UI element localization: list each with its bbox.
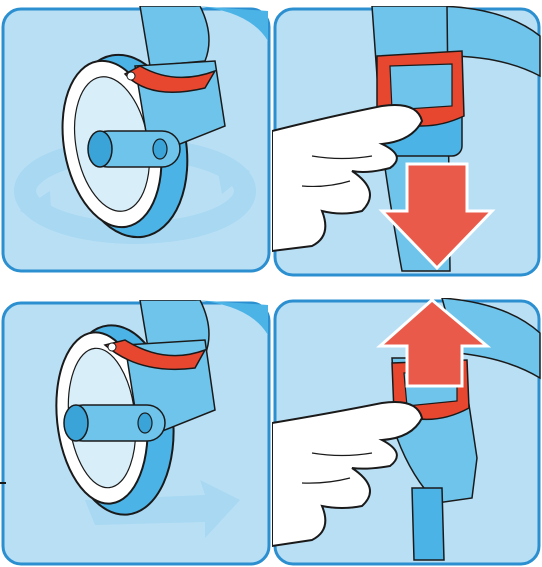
wheel-stem [412,488,444,560]
frame-tube [140,6,209,66]
panel-press-lock [272,6,542,278]
edge-tick [0,482,6,484]
locked-wheel-illustration [0,300,272,567]
lift-lock-illustration [272,298,542,567]
press-lock-illustration [272,6,542,278]
panel-swivel-wheel [0,6,272,274]
panel-lift-lock [272,298,542,567]
panel-locked-wheel [0,300,272,567]
swivel-wheel-illustration [0,6,272,274]
